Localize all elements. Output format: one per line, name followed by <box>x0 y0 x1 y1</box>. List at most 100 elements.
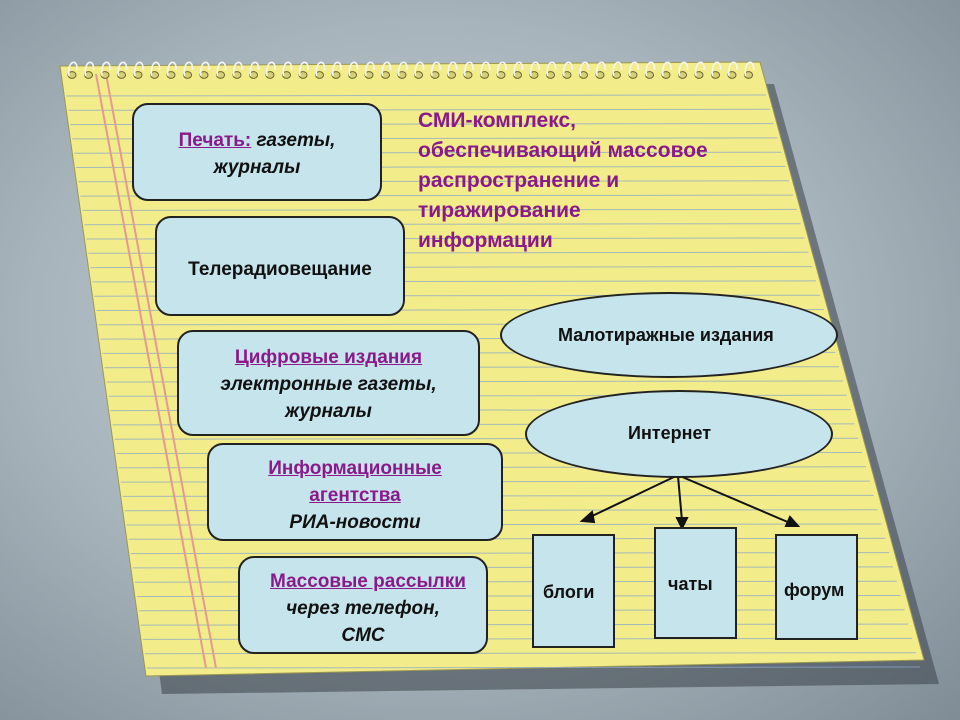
title-line: обеспечивающий массовое <box>418 139 708 162</box>
title-line: распространение и <box>418 169 620 192</box>
print-heading: Печать: <box>178 130 252 151</box>
spiral-hole <box>315 71 324 79</box>
spiral-ring <box>414 61 425 77</box>
spiral-hole <box>364 71 374 79</box>
spiral-ring <box>365 61 375 77</box>
rule-line <box>146 666 920 669</box>
spiral-ring <box>200 61 210 77</box>
spiral-hole <box>183 71 192 79</box>
spiral-hole <box>463 71 473 79</box>
agencies-box: Информационные агентства РИА-новости <box>207 443 503 541</box>
spiral-hole <box>67 71 77 79</box>
spiral-ring <box>332 61 342 77</box>
blogs-box <box>532 534 615 648</box>
title-line: тиражирование <box>418 199 581 222</box>
small-press-oval <box>500 292 838 378</box>
spiral-ring <box>431 61 441 77</box>
spiral-ring <box>315 61 326 77</box>
spiral-ring <box>101 61 111 77</box>
spiral-ring <box>134 61 144 77</box>
spiral-ring <box>249 61 260 77</box>
spiral-ring <box>612 61 623 77</box>
spiral-hole <box>331 71 341 79</box>
spiral-hole <box>727 71 737 79</box>
spiral-ring <box>563 61 573 77</box>
spiral-hole <box>430 71 440 79</box>
spiral-ring <box>530 61 540 77</box>
agencies-heading1: Информационные <box>268 458 442 479</box>
spiral-ring <box>348 61 359 77</box>
broadcast-label: Телерадиовещание <box>188 259 372 280</box>
spiral-ring <box>645 61 656 77</box>
spiral-ring <box>150 61 161 77</box>
spiral-hole <box>232 71 242 79</box>
spiral-hole <box>694 71 704 79</box>
spiral-hole <box>480 71 489 79</box>
spiral-ring <box>497 61 507 77</box>
spiral-hole <box>381 71 390 79</box>
internet-label: Интернет <box>628 423 712 443</box>
spiral-ring <box>216 61 227 77</box>
spiral-hole <box>397 71 407 79</box>
spiral-ring <box>233 61 243 77</box>
spiral-hole <box>100 71 110 79</box>
digital-line3: журналы <box>285 401 372 422</box>
spiral-hole <box>348 71 357 79</box>
spiral-hole <box>150 71 159 79</box>
internet-oval <box>525 390 833 478</box>
spiral-hole <box>661 71 671 79</box>
spiral-ring <box>183 61 194 77</box>
mailings-line3: СМС <box>341 625 385 646</box>
spiral-hole <box>298 71 308 79</box>
spiral-hole <box>496 71 506 79</box>
spiral-ring <box>546 61 557 77</box>
spiral-hole <box>562 71 572 79</box>
spiral-hole <box>678 71 687 79</box>
mailings-box: Массовые рассылки через телефон, СМС <box>238 556 488 654</box>
spiral-hole <box>447 71 456 79</box>
print-line2: журналы <box>213 157 301 178</box>
rule-line <box>82 208 797 211</box>
spiral-hole <box>546 71 555 79</box>
spiral-binding <box>67 61 755 79</box>
spiral-hole <box>744 71 753 79</box>
spiral-hole <box>414 71 423 79</box>
digital-box: Цифровые издания электронные газеты, жур… <box>177 330 480 436</box>
spiral-hole <box>513 71 522 79</box>
spiral-hole <box>199 71 209 79</box>
spiral-ring <box>398 61 408 77</box>
digital-heading: Цифровые издания <box>234 347 423 368</box>
spiral-ring <box>695 61 705 77</box>
spiral-hole <box>84 71 93 79</box>
spiral-hole <box>612 71 621 79</box>
digital-line2: электронные газеты, <box>220 374 437 395</box>
spiral-ring <box>711 61 722 77</box>
title-line: СМИ-комплекс, <box>418 109 576 132</box>
spiral-ring <box>282 61 293 77</box>
spiral-ring <box>68 61 78 77</box>
spiral-ring <box>117 61 128 77</box>
spiral-ring <box>464 61 474 77</box>
forum-box <box>775 534 858 640</box>
spiral-hole <box>579 71 588 79</box>
chats-label: чаты <box>668 574 713 594</box>
spiral-ring <box>447 61 458 77</box>
spiral-hole <box>628 71 638 79</box>
title-line: информации <box>418 229 553 252</box>
print-box: Печать: газеты, журналы <box>132 103 382 201</box>
spiral-ring <box>480 61 491 77</box>
chats-box <box>654 527 737 639</box>
forum-label: форум <box>784 580 845 600</box>
spiral-hole <box>645 71 654 79</box>
agencies-line3: РИА-новости <box>289 512 421 533</box>
rule-line <box>130 552 890 555</box>
spiral-ring <box>513 61 524 77</box>
spiral-ring <box>299 61 309 77</box>
spiral-ring <box>728 61 738 77</box>
spiral-hole <box>166 71 176 79</box>
rule-line <box>66 94 767 97</box>
spiral-hole <box>265 71 275 79</box>
print-line1: газеты, <box>251 130 336 151</box>
mailings-line2: через телефон, <box>286 598 440 619</box>
broadcast-box: Телерадиовещание <box>155 216 405 316</box>
